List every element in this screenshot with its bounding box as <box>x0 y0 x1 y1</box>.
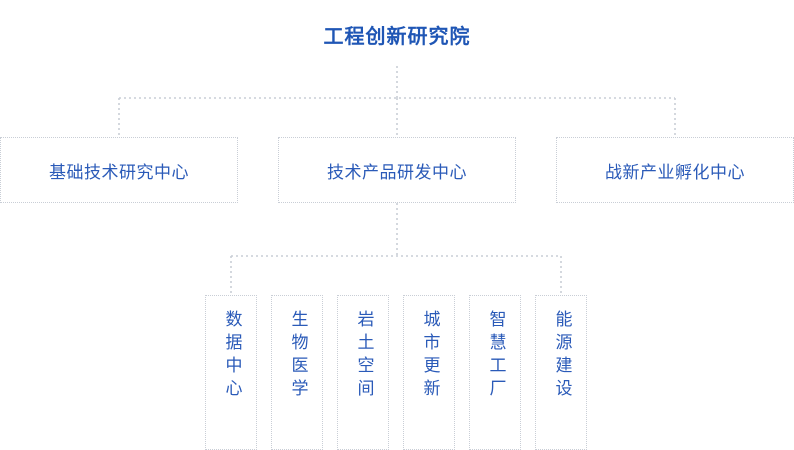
dept-label: 岩土空间 <box>353 310 374 402</box>
dept-node-geotechnical: 岩土空间 <box>337 295 389 450</box>
center-node-product-rd: 技术产品研发中心 <box>278 137 516 203</box>
center-label: 基础技术研究中心 <box>49 162 189 183</box>
center-node-basic-research: 基础技术研究中心 <box>0 137 238 203</box>
dept-node-biomedical: 生物医学 <box>271 295 323 450</box>
dept-node-data-center: 数据中心 <box>205 295 257 450</box>
dept-label: 城市更新 <box>419 310 440 402</box>
center-node-incubation: 战新产业孵化中心 <box>556 137 794 203</box>
dept-node-energy: 能源建设 <box>535 295 587 450</box>
dept-label: 能源建设 <box>551 310 572 402</box>
dept-node-smart-factory: 智慧工厂 <box>469 295 521 450</box>
dept-label: 智慧工厂 <box>485 310 506 402</box>
org-title: 工程创新研究院 <box>323 24 471 48</box>
dept-label: 数据中心 <box>221 310 242 402</box>
center-label: 技术产品研发中心 <box>327 162 467 183</box>
center-label: 战新产业孵化中心 <box>605 162 745 183</box>
dept-node-urban-renewal: 城市更新 <box>403 295 455 450</box>
dept-label: 生物医学 <box>287 310 308 402</box>
